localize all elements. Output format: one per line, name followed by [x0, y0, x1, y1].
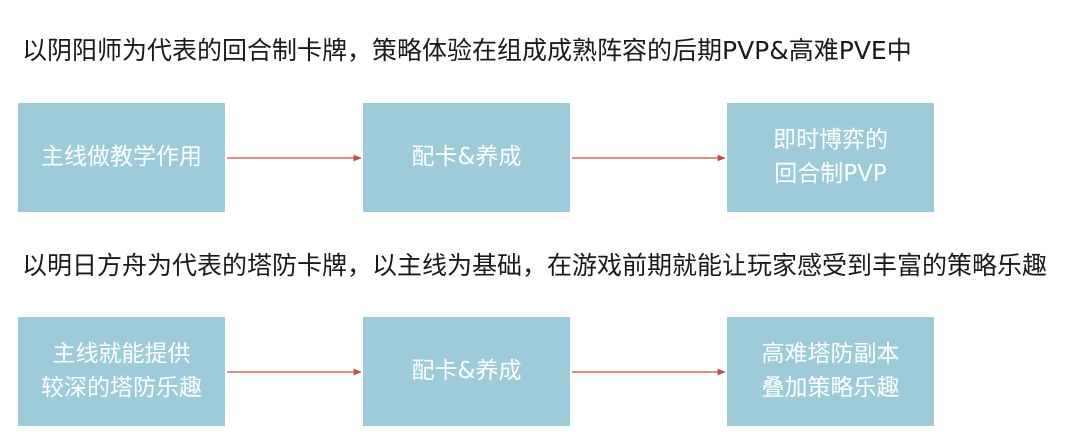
row2-step2-line1: 配卡&养成 — [411, 357, 522, 384]
row1-step3-box: 即时博弈的 回合制PVP — [727, 103, 934, 212]
row2-step3-box: 高难塔防副本 叠加策略乐趣 — [727, 317, 934, 426]
row1-step2-box: 配卡&养成 — [363, 103, 570, 212]
row1-step3-line1: 即时博弈的 — [773, 127, 888, 154]
row1-step3-line2: 回合制PVP — [774, 160, 887, 187]
row2-step1-box: 主线就能提供 较深的塔防乐趣 — [18, 317, 225, 426]
row2-step1-line2: 较深的塔防乐趣 — [41, 374, 202, 401]
row1-step1-line1: 主线做教学作用 — [41, 143, 202, 170]
row1-step2-line1: 配卡&养成 — [411, 143, 522, 170]
row1-heading: 以阴阳师为代表的回合制卡牌，策略体验在组成成熟阵容的后期PVP&高难PVE中 — [22, 36, 912, 65]
row1-step1-box: 主线做教学作用 — [18, 103, 225, 212]
row2-step3-line1: 高难塔防副本 — [761, 341, 900, 368]
row2-step1-line1: 主线就能提供 — [52, 341, 191, 368]
row2-heading: 以明日方舟为代表的塔防卡牌，以主线为基础，在游戏前期就能让玩家感受到丰富的策略乐… — [22, 251, 1048, 280]
row2-step3-line2: 叠加策略乐趣 — [761, 374, 900, 401]
row2-step2-box: 配卡&养成 — [363, 317, 570, 426]
